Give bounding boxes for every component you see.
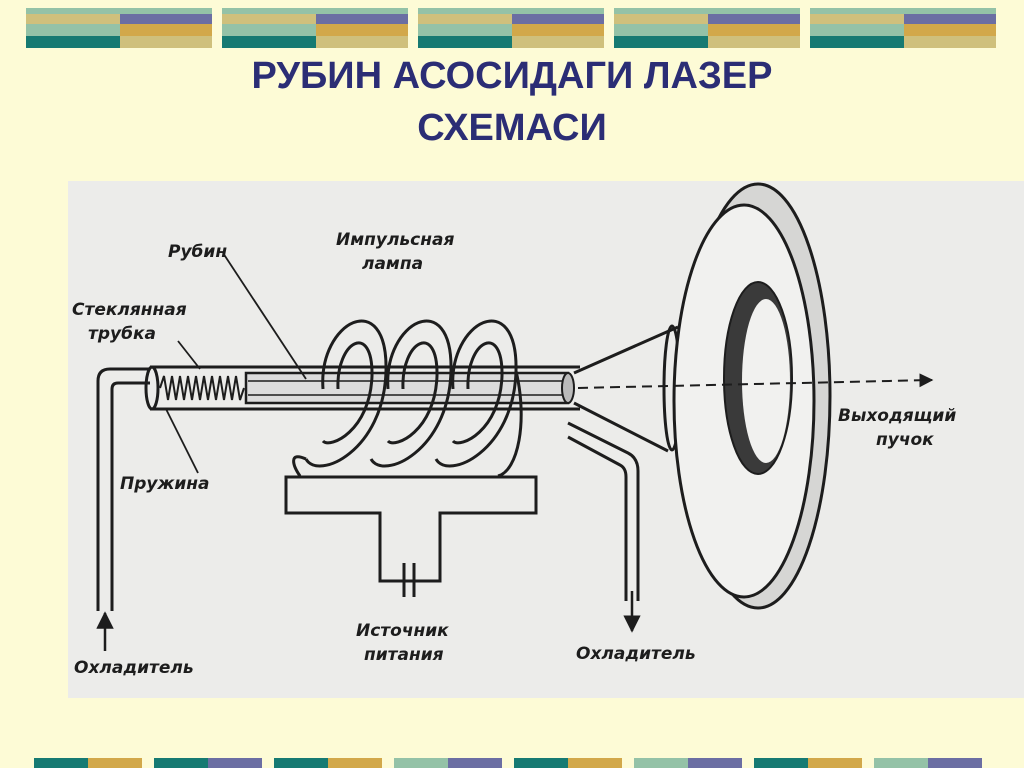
ruby-rod — [244, 371, 575, 405]
top-decorative-band — [0, 8, 1024, 48]
slide-title: РУБИН АСОСИДАГИ ЛАЗЕР СХЕМАСИ — [0, 50, 1024, 154]
ruby-laser-diagram: Рубин Импульсная лампа Стеклянная трубка… — [68, 181, 1024, 698]
label-coolant-outlet: Охладитель — [576, 644, 696, 664]
band-tile — [514, 758, 622, 768]
cone-holder — [573, 324, 682, 453]
label-glass-tube-line-1: Стеклянная — [72, 300, 187, 320]
label-output-beam-line-1: Выходящий — [838, 406, 956, 426]
band-tile — [874, 758, 982, 768]
coolant-outlet-pipe — [567, 421, 640, 601]
band-tile — [222, 8, 408, 48]
band-tile — [274, 758, 382, 768]
slide-title-line-2: СХЕМАСИ — [417, 107, 607, 149]
output-beam — [577, 373, 934, 389]
lamp-base — [284, 475, 538, 597]
label-power-source-line-2: питания — [364, 645, 444, 665]
label-spring: Пружина — [120, 474, 210, 494]
spring — [159, 375, 245, 401]
band-tile — [394, 758, 502, 768]
label-flash-lamp-line-1: Импульсная — [336, 230, 454, 250]
band-tile — [26, 8, 212, 48]
label-glass-tube-line-2: трубка — [88, 324, 156, 344]
label-power-source-line-1: Источник — [356, 621, 449, 641]
label-coolant-inlet: Охладитель — [74, 658, 194, 678]
slide-title-line-1: РУБИН АСОСИДАГИ ЛАЗЕР — [251, 55, 773, 97]
band-tile — [634, 758, 742, 768]
label-output-beam-line-2: пучок — [876, 430, 934, 450]
band-tile — [418, 8, 604, 48]
band-tile — [154, 758, 262, 768]
band-tile — [34, 758, 142, 768]
leader-lines — [165, 252, 307, 474]
flash-lamp-coil — [292, 319, 523, 478]
band-tile — [614, 8, 800, 48]
bottom-decorative-band — [0, 758, 1024, 768]
coolant-inlet-pipe — [96, 367, 150, 611]
output-disc — [672, 182, 832, 610]
band-tile — [754, 758, 862, 768]
label-ruby: Рубин — [168, 242, 227, 262]
band-tile — [810, 8, 996, 48]
ruby-laser-diagram-svg: Рубин Импульсная лампа Стеклянная трубка… — [72, 182, 956, 678]
label-flash-lamp-line-2: лампа — [362, 254, 423, 274]
